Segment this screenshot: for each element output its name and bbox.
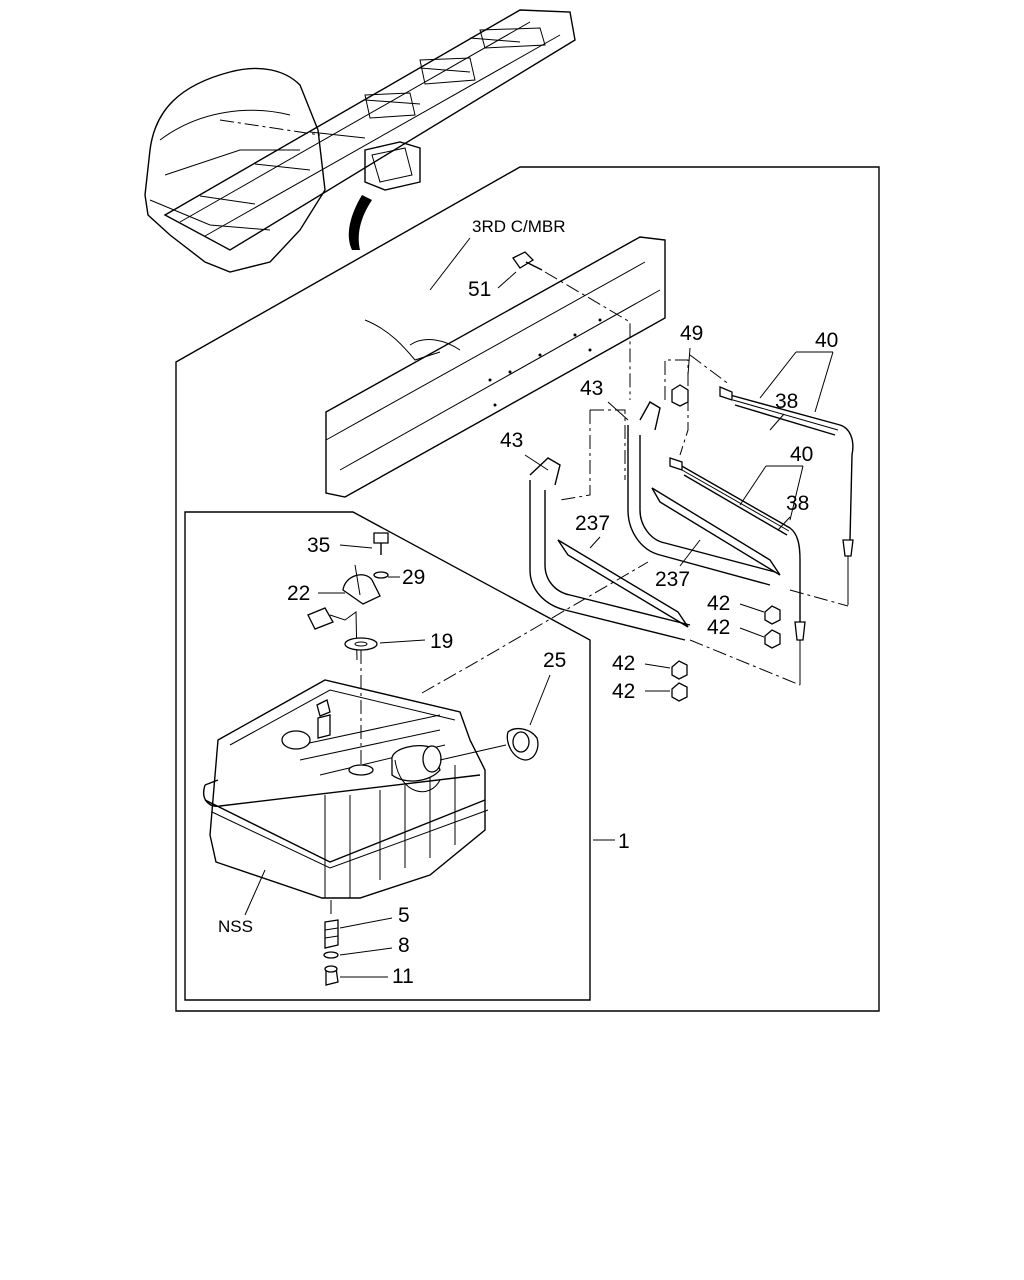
- callout-51: 51: [468, 278, 491, 301]
- callout-35: 35: [307, 534, 330, 557]
- callout-42-a: 42: [707, 592, 730, 615]
- callout-42-d: 42: [612, 680, 635, 703]
- callout-25: 25: [543, 649, 566, 672]
- fuel-tank-cap: [506, 727, 539, 761]
- callout-42-b: 42: [707, 616, 730, 639]
- nut-42-set: [671, 605, 781, 702]
- fuel-tank: [203, 679, 489, 899]
- crossmember-beam: [325, 236, 666, 498]
- callout-19: 19: [430, 630, 453, 653]
- fuel-tank-assembly-box: [184, 511, 591, 1001]
- sender-unit-parts: [307, 532, 389, 661]
- callout-40-upper: 40: [815, 329, 838, 352]
- callout-29: 29: [402, 566, 425, 589]
- crossmember-label: 3RD C/MBR: [472, 217, 566, 236]
- callout-43-front: 43: [500, 429, 523, 452]
- callout-11: 11: [392, 965, 414, 988]
- callout-40-lower: 40: [790, 443, 813, 466]
- outer-frame-box: [175, 166, 880, 1012]
- drain-plug-parts: [323, 900, 339, 986]
- nss-label: NSS: [218, 917, 253, 936]
- callout-8: 8: [398, 934, 410, 957]
- tank-straps-brackets: [529, 354, 854, 686]
- callout-42-c: 42: [612, 652, 635, 675]
- callout-38-upper: 38: [775, 390, 798, 413]
- bolt-51: [512, 251, 543, 271]
- callout-22: 22: [287, 582, 310, 605]
- callout-1: 1: [618, 830, 630, 853]
- callout-5: 5: [398, 904, 410, 927]
- callout-237-upper: 237: [575, 512, 610, 535]
- truck-chassis-illustration: [144, 9, 576, 273]
- callout-237-lower: 237: [655, 568, 690, 591]
- callout-38-lower: 38: [786, 492, 809, 515]
- callout-49: 49: [680, 322, 703, 345]
- callout-43-rear: 43: [580, 377, 603, 400]
